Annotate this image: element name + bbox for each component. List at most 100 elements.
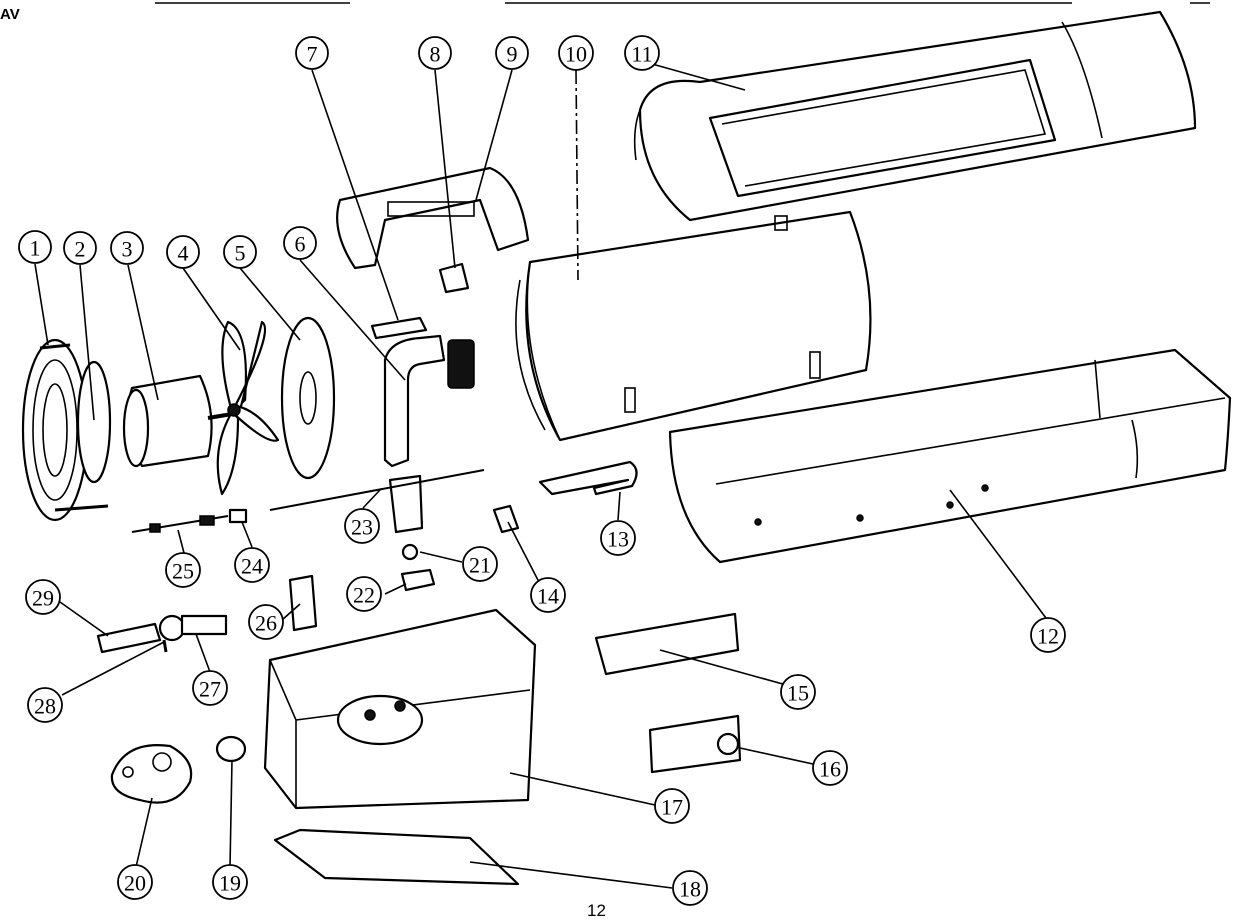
part-12-bottom-shell [668, 348, 1232, 564]
callout-circle [25, 579, 61, 615]
callout-circle [495, 36, 529, 70]
callout-label: 8 [430, 42, 441, 67]
callout-circle [223, 235, 257, 269]
callout-circle [248, 604, 284, 640]
callout-label: 13 [607, 527, 629, 552]
callout-label: 16 [819, 757, 841, 782]
part-14-bracket [492, 504, 520, 534]
callout-circle [192, 670, 228, 706]
part-3-motor [122, 374, 233, 468]
callout-29: 29 [25, 579, 61, 615]
callout-10: 10 [558, 35, 594, 71]
callout-circle [812, 750, 848, 786]
part-1-fan-guard [21, 338, 109, 522]
callout-circle [346, 576, 382, 612]
callout-label: 15 [787, 681, 809, 706]
callout-label: 29 [32, 586, 54, 611]
callout-17: 17 [654, 788, 690, 824]
callout-6: 6 [283, 226, 317, 260]
callout-14: 14 [530, 577, 566, 613]
callout-7: 7 [295, 36, 329, 70]
part-2-gasket [76, 360, 112, 484]
callout-28: 28 [27, 687, 63, 723]
part-24-coupling [228, 508, 248, 524]
callout-label: 23 [351, 515, 373, 540]
callout-13: 13 [600, 520, 636, 556]
callout-9: 9 [495, 36, 529, 70]
callout-label: 9 [507, 42, 518, 67]
part-23-rod [269, 469, 485, 511]
callout-label: 17 [661, 795, 683, 820]
callout-circle [283, 226, 317, 260]
part-9-handle [336, 166, 530, 270]
callout-25: 25 [165, 552, 201, 588]
callout-12: 12 [1030, 617, 1066, 653]
callout-circle [63, 231, 97, 265]
part-8-clip [438, 262, 470, 294]
callout-label: 14 [537, 584, 559, 609]
part-19-cap [215, 735, 247, 763]
callout-1: 1 [18, 230, 52, 264]
part-4-fan-blade [216, 320, 280, 496]
callout-20: 20 [117, 864, 153, 900]
callout-circle [462, 546, 498, 582]
callout-label: 11 [631, 42, 652, 67]
part-11-top-shell [633, 10, 1197, 222]
callout-circle [558, 35, 594, 71]
callout-label: 6 [295, 232, 306, 257]
callout-label: 28 [34, 694, 56, 719]
callout-circle [165, 552, 201, 588]
part-26-plate [288, 574, 318, 632]
callout-label: 12 [1037, 624, 1059, 649]
callout-23: 23 [344, 508, 380, 544]
callout-circle [672, 870, 708, 906]
part-10-cylinder [515, 210, 872, 442]
callout-circle [1030, 617, 1066, 653]
callout-21: 21 [462, 546, 498, 582]
callout-label: 27 [199, 677, 221, 702]
callout-circle [27, 687, 63, 723]
callout-circle [418, 36, 452, 70]
callout-11: 11 [624, 35, 660, 71]
callout-4: 4 [166, 235, 200, 269]
callout-label: 5 [235, 241, 246, 266]
callout-label: 18 [679, 877, 701, 902]
callout-circle [295, 36, 329, 70]
callout-8: 8 [418, 36, 452, 70]
callout-label: 1 [30, 236, 41, 261]
callout-2: 2 [63, 231, 97, 265]
callout-3: 3 [110, 231, 144, 265]
callout-label: 2 [75, 237, 86, 262]
callout-label: 10 [565, 42, 587, 67]
callout-16: 16 [812, 750, 848, 786]
part-21-fitting [401, 543, 419, 561]
callout-circle [530, 577, 566, 613]
callout-19: 19 [212, 864, 248, 900]
callout-circle [212, 864, 248, 900]
callout-label: 4 [178, 241, 189, 266]
callout-circle [110, 231, 144, 265]
callout-27: 27 [192, 670, 228, 706]
part-25-line [131, 515, 229, 533]
callout-label: 26 [255, 611, 277, 636]
part-18-plate [273, 828, 520, 886]
leader-lines [34, 61, 1047, 889]
part-13-fuel-line [538, 460, 638, 496]
callout-circle [780, 674, 816, 710]
callout-18: 18 [672, 870, 708, 906]
callout-15: 15 [780, 674, 816, 710]
part-5-baffle [280, 316, 336, 480]
callout-circle [18, 230, 52, 264]
part-27-29-regulator [96, 614, 228, 654]
callout-circle [234, 547, 270, 583]
callout-circle [624, 35, 660, 71]
callout-circle [117, 864, 153, 900]
callout-label: 19 [219, 871, 241, 896]
callout-label: 22 [353, 583, 375, 608]
callout-26: 26 [248, 604, 284, 640]
callout-label: 25 [172, 559, 194, 584]
page-number: 12 [587, 901, 606, 920]
callout-circle [654, 788, 690, 824]
part-20-gasket-plate [110, 744, 193, 804]
